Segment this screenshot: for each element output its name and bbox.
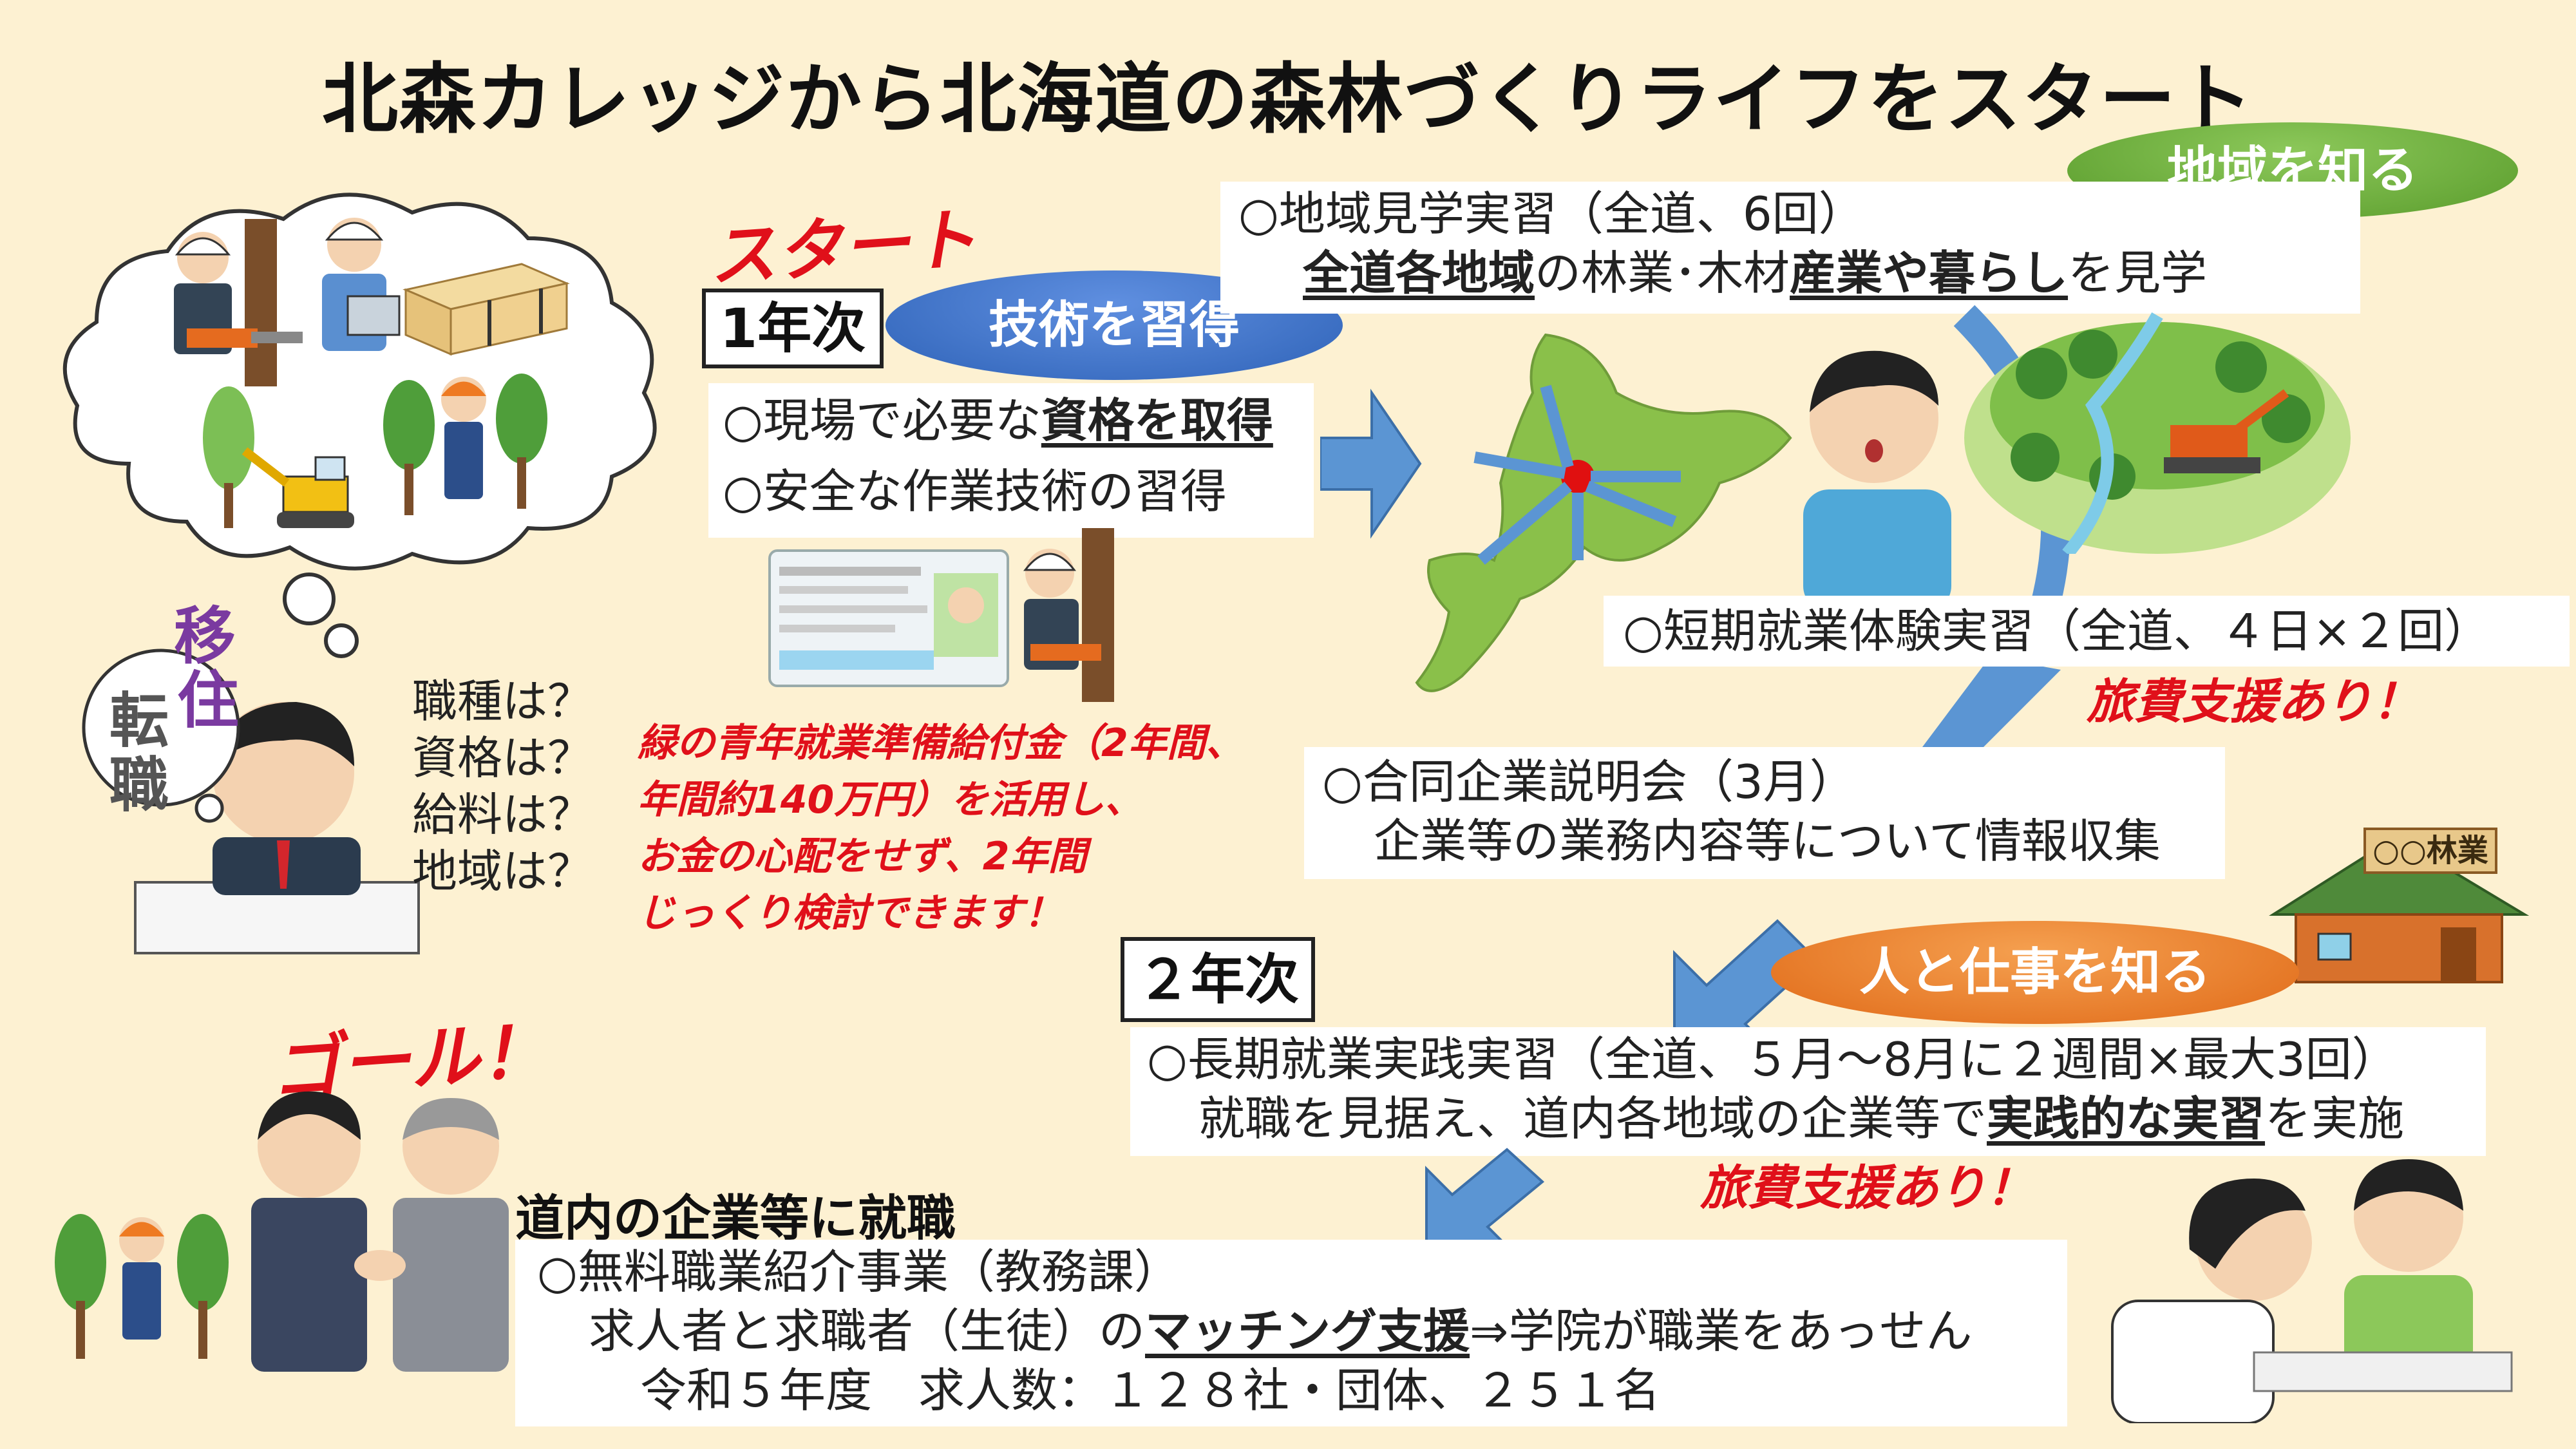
worker-chainsaw-illustration	[174, 219, 303, 386]
lumber-illustration	[402, 263, 570, 356]
worker-chainsaw-illustration-2	[1023, 528, 1114, 702]
company-fair-line1: ○合同企業説明会（3月）	[1322, 755, 1856, 809]
question-item: 資格は？	[412, 732, 592, 784]
thought-char-turn: 転	[109, 687, 169, 755]
employment-heading: 道内の企業等に就職	[515, 1189, 956, 1247]
forest-worker-illustration-2	[55, 1214, 229, 1359]
subsidy-line2: 年間約140万円）を活用し、	[638, 777, 1144, 822]
speech-bubble-shape	[82, 649, 240, 823]
start-label: スタート	[706, 199, 980, 297]
question-item: 職種は？	[412, 675, 592, 728]
subsidy-line1: 緑の青年就業準備給付金（2年間、	[638, 721, 1244, 766]
company-fair-box: ○合同企業説明会（3月） 企業等の業務内容等について情報収集	[1304, 747, 2225, 879]
forest-worker-illustration	[383, 374, 547, 515]
company-fair-line2: 企業等の業務内容等について情報収集	[1374, 814, 2161, 868]
questions-list: 職種は？ 資格は？ 給料は？ 地域は？	[412, 673, 592, 900]
subsidy-line3: お金の心配をせず、2年間	[638, 834, 1087, 879]
year2-pill: 人と仕事を知る	[1771, 921, 2299, 1024]
employment-line3: 令和５年度 求人数：１２８社・団体、２５１名	[640, 1363, 1661, 1417]
region-line2-bold2: 産業や暮らし	[1790, 246, 2069, 300]
thought-char-live: 住	[177, 665, 239, 737]
employment-line2-end: ⇒学院が職業をあっせん	[1470, 1304, 1973, 1358]
year2-line2-bold: 実践的な実習	[1987, 1092, 2266, 1146]
hokkaido-map	[1415, 333, 1792, 692]
year1-line1-bold: 資格を取得	[1041, 393, 1273, 448]
forest-scene-illustration	[1964, 312, 2351, 554]
thinking-person-illustration	[134, 702, 420, 954]
worker-tablet-illustration	[322, 218, 401, 351]
house-sign-text: ○○林業	[2372, 833, 2488, 869]
year2-line2-end: を実施	[2265, 1092, 2405, 1146]
question-item: 地域は？	[412, 845, 592, 898]
region-line1: ○地域見学実習（全道、6回）	[1238, 187, 1865, 241]
thought-char-job: 職	[109, 751, 169, 820]
region-line2-end: を見学	[2068, 246, 2208, 300]
year2-box: ○長期就業実践実習（全道、５月～8月に２週間×最大3回） 就職を見据え、道内各地…	[1130, 1027, 2486, 1156]
license-card-illustration	[768, 549, 1009, 687]
surprised-man-illustration	[1803, 350, 1951, 612]
house-sign: ○○林業	[2363, 828, 2497, 874]
region-line2-mid: の林業･木材	[1535, 246, 1790, 300]
question-item: 給料は？	[412, 788, 592, 841]
short-intern-support: 旅費支援あり！	[2087, 674, 2420, 730]
year1-box: ○現場で必要な資格を取得 ○安全な作業技術の習得	[708, 383, 1314, 538]
employment-box: ○無料職業紹介事業（教務課） 求人者と求職者（生徒）のマッチング支援⇒学院が職業…	[515, 1240, 2067, 1426]
year1-line1-prefix: ○現場で必要な	[723, 393, 1041, 448]
employment-line2-prefix: 求人者と求職者（生徒）の	[589, 1304, 1146, 1358]
thought-char-move: 移	[174, 600, 236, 672]
consultation-illustration	[2111, 1159, 2513, 1423]
short-intern-text: ○短期就業体験実習（全道、４日×２回）	[1623, 604, 2491, 658]
excavator-illustration	[242, 447, 354, 528]
handshake-illustration	[251, 1091, 509, 1372]
page-title: 北森カレッジから北海道の森林づくりライフをスタート	[321, 55, 2254, 144]
region-box: ○地域見学実習（全道、6回） 全道各地域の林業･木材産業や暮らしを見学	[1220, 182, 2360, 314]
subsidy-line4: じっくり検討できます！	[638, 891, 1063, 936]
employment-line1: ○無料職業紹介事業（教務課）	[537, 1245, 1180, 1299]
year2-line1: ○長期就業実践実習（全道、５月～8月に２週間×最大3回）	[1147, 1032, 2398, 1086]
region-line2-bold1: 全道各地域	[1303, 246, 1535, 300]
year1-label: 1年次	[702, 289, 884, 368]
year2-support: 旅費支援あり！	[1700, 1160, 2034, 1216]
short-intern-box: ○短期就業体験実習（全道、４日×２回）	[1604, 596, 2570, 667]
employment-line2-bold: マッチング支援	[1145, 1304, 1470, 1358]
arrow-right-icon	[1320, 388, 1422, 539]
year2-label: ２年次	[1121, 937, 1315, 1022]
year2-line2-prefix: 就職を見据え、道内各地域の企業等で	[1198, 1092, 1987, 1146]
trees-illustration	[203, 386, 254, 528]
subsidy-text: 緑の青年就業準備給付金（2年間、 年間約140万円）を活用し、 お金の心配をせず…	[638, 715, 1244, 942]
year1-line2: ○安全な作業技術の習得	[723, 464, 1227, 518]
house-illustration	[2269, 835, 2530, 983]
